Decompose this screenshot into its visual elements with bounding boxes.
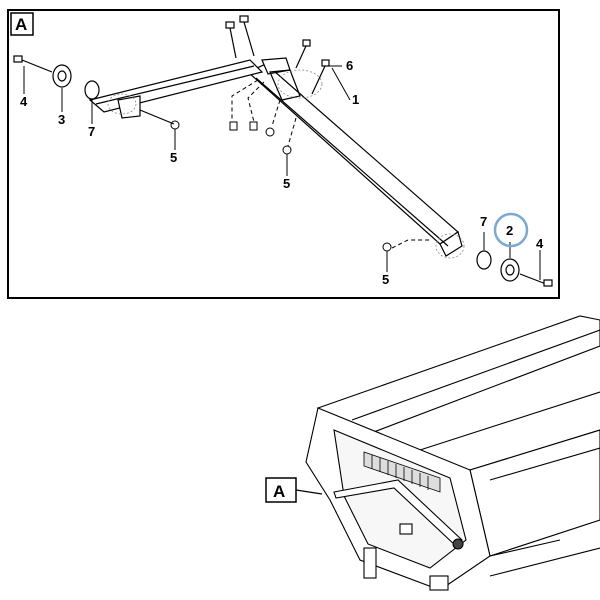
short-arm [88,59,264,119]
detail-view-frame [7,9,560,299]
emblem [399,523,413,535]
main-arm [246,57,463,257]
leader-lines [23,65,541,280]
overview-label-group: A [265,477,323,503]
dump-body-top [316,315,600,439]
callout-7-left: 7 [88,124,95,139]
overview-pointer [295,489,323,495]
detail-view-label-box [10,12,34,36]
dump-body-side [469,429,600,557]
right-fastener-stack [476,250,553,287]
detail-view-label: A [15,15,27,34]
callout-2: 2 [506,223,513,238]
grille [363,451,441,493]
lower-bolts [170,120,392,252]
overview-label-box [265,477,297,503]
hidden-lines [231,79,432,249]
callout-1: 1 [352,92,359,107]
mounting-hatch [107,69,465,259]
callout-5-bottom: 5 [382,272,389,287]
junction-bolts [225,15,330,95]
highlight-ring [493,212,529,248]
overview-view [305,315,600,591]
detail-view-panel: A [7,9,560,299]
callout-5-top: 5 [170,150,177,165]
overview-label: A [273,482,285,501]
callout-3: 3 [58,112,65,127]
callout-7-right: 7 [480,214,487,229]
callout-5-mid: 5 [283,176,290,191]
left-fastener-stack [13,55,175,125]
callout-6: 6 [346,58,353,73]
callout-4-left: 4 [20,94,28,109]
callout-4-right: 4 [536,236,544,251]
